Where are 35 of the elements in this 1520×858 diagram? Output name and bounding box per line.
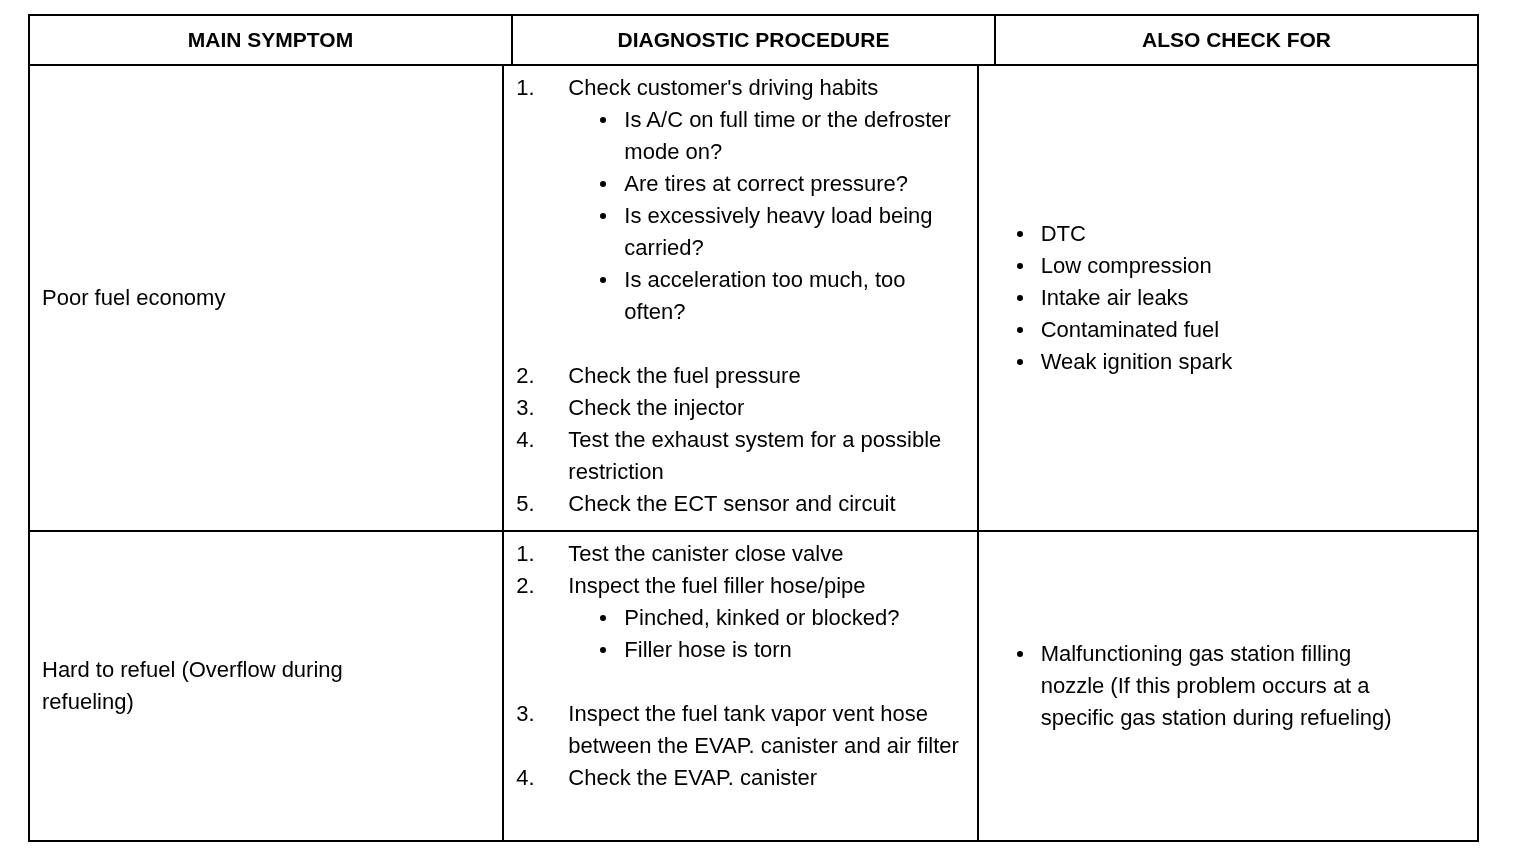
header-cell: DIAGNOSTIC PROCEDURE bbox=[513, 16, 996, 64]
check-item-text: DTC bbox=[1040, 220, 1087, 248]
check-item-text: Weak ignition spark bbox=[1040, 348, 1234, 376]
step-number: 3. bbox=[516, 700, 536, 728]
step-text: Check the injector bbox=[568, 394, 746, 422]
sub-step-text: Is acceleration too much, too often? bbox=[624, 266, 907, 326]
step-number: 5. bbox=[516, 490, 536, 518]
step-text: Check customer's driving habits bbox=[568, 74, 880, 102]
sub-step-text: Is excessively heavy load being carried? bbox=[624, 202, 934, 262]
step-number: 2. bbox=[516, 362, 536, 390]
check-item-text: Low compression bbox=[1040, 252, 1213, 280]
sub-step-text: Are tires at correct pressure? bbox=[624, 170, 909, 198]
step-number: 1. bbox=[516, 540, 536, 568]
step-text: Test the canister close valve bbox=[568, 540, 845, 568]
header-cell: MAIN SYMPTOM bbox=[30, 16, 513, 64]
step-text: Inspect the fuel filler hose/pipe bbox=[568, 572, 867, 600]
step-text: Test the exhaust system for a possible restriction bbox=[568, 426, 943, 486]
step-text: Check the ECT sensor and circuit bbox=[568, 490, 897, 518]
sub-step-text: Pinched, kinked or blocked? bbox=[624, 604, 901, 632]
sub-step-text: Filler hose is torn bbox=[624, 636, 793, 664]
check-item-text: Malfunctioning gas station filling nozzle (If this problem occurs at a specific gas station during refueling) bbox=[1040, 640, 1393, 732]
check-item-text: Intake air leaks bbox=[1040, 284, 1190, 312]
step-number: 3. bbox=[516, 394, 536, 422]
step-number: 2. bbox=[516, 572, 536, 600]
check-item-text: Contaminated fuel bbox=[1040, 316, 1221, 344]
sub-step-text: Is A/C on full time or the defroster mode on? bbox=[624, 106, 952, 166]
step-number: 4. bbox=[516, 426, 536, 454]
step-text: Check the EVAP. canister bbox=[568, 764, 818, 792]
step-number: 4. bbox=[516, 764, 536, 792]
header-cell-text: ALSO CHECK FOR bbox=[1141, 27, 1332, 54]
step-text: Check the fuel pressure bbox=[568, 362, 802, 390]
step-number: 1. bbox=[516, 74, 536, 102]
step-text: Inspect the fuel tank vapor vent hose between the EVAP. canister and air filter bbox=[568, 700, 960, 760]
symptom-text: Hard to refuel (Overflow during refueling) bbox=[42, 656, 344, 716]
symptom-text: Poor fuel economy bbox=[42, 284, 227, 312]
